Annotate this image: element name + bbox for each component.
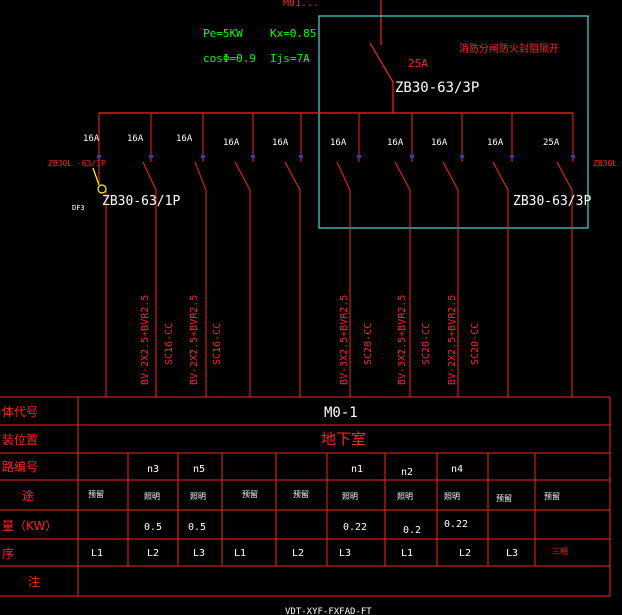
main-breaker-note: 消防分闸防火封阻隔开 xyxy=(459,42,559,55)
circuit-phase: 三相 xyxy=(552,546,568,556)
row-label: 体代号 xyxy=(2,405,38,419)
circuit-use: 照明 xyxy=(144,492,160,501)
row-label: 装位置 xyxy=(2,432,38,447)
circuit-capacity: 0.5 xyxy=(188,522,206,533)
circuit-capacity: 0.5 xyxy=(144,522,162,533)
phase-marker xyxy=(571,155,575,158)
circuit-use: 预留 xyxy=(544,491,560,501)
row-label: 量（KW） xyxy=(2,519,57,533)
cable-conduit: SC20-CC xyxy=(470,323,481,365)
cable-conduit: SC16-CC xyxy=(164,323,175,365)
circuit-phase: L2 xyxy=(292,548,304,559)
branch-switch xyxy=(234,161,251,191)
circuit-id: n3 xyxy=(147,464,159,475)
main-breaker-rating: 25A xyxy=(408,57,428,70)
branch-rating: 16A xyxy=(127,134,144,144)
phase-marker xyxy=(299,155,303,158)
row-label: 路编号 xyxy=(2,459,38,474)
circuit-use: 预留 xyxy=(242,489,258,499)
circuit-use: 照明 xyxy=(444,492,460,501)
branch-switch xyxy=(336,161,351,191)
branch-rating: 16A xyxy=(487,138,504,148)
circuit-phase: L1 xyxy=(234,548,246,559)
circuit-use: 预留 xyxy=(293,489,309,499)
cable-spec: BV-2X2.5+BVR2.5 xyxy=(189,295,200,385)
install-location: 地下室 xyxy=(321,430,366,448)
left-breaker-side-label: ZB30L -63/1P xyxy=(48,159,106,168)
circuit-phase: L3 xyxy=(193,548,205,559)
circuit-capacity: 0.22 xyxy=(343,522,367,533)
circuit-use: 预留 xyxy=(88,489,104,499)
left-breaker-mark: DF3 xyxy=(72,204,85,212)
circuit-id: n1 xyxy=(351,464,363,475)
circuit-capacity: 0.22 xyxy=(444,519,468,530)
branch-switch xyxy=(284,161,301,191)
circuit-phase: L3 xyxy=(339,548,351,559)
circuit-use: 照明 xyxy=(397,492,413,501)
branch-group xyxy=(97,113,575,397)
left-breaker-contact xyxy=(97,184,107,194)
cable-spec: BV-2X2.5+BVR2.5 xyxy=(140,295,151,385)
main-breaker-model: ZB30-63/3P xyxy=(395,80,479,96)
cable-spec: BV-3X2.5+BVR2.5 xyxy=(397,295,408,385)
cable-spec: BV-3X2.5+BVR2.5 xyxy=(339,295,350,385)
branch-rating: 16A xyxy=(83,134,100,144)
branch-rating: 16A xyxy=(272,138,289,148)
isolator-frame xyxy=(318,15,589,229)
cable-conduit: SC16-CC xyxy=(212,323,223,365)
branch-rating: 16A xyxy=(176,134,193,144)
branch-rating: 16A xyxy=(387,138,404,148)
cos-label: cosΦ=0.9 xyxy=(203,52,256,65)
branch-rating: 25A xyxy=(543,138,560,148)
phase-marker xyxy=(357,155,361,158)
circuit-phase: L2 xyxy=(459,548,471,559)
row-label: 途 xyxy=(22,488,34,503)
circuit-id: n5 xyxy=(193,464,205,475)
branch-switch xyxy=(394,161,411,191)
branch-rating: 16A xyxy=(330,138,347,148)
cable-conduit: SC20-CC xyxy=(421,323,432,365)
branch-switch xyxy=(142,161,157,191)
phase-marker xyxy=(410,155,414,158)
circuit-phase: L1 xyxy=(401,548,413,559)
branch-switch xyxy=(556,161,573,191)
phase-marker xyxy=(510,155,514,158)
left-breaker-model: ZB30-63/1P xyxy=(102,194,180,209)
cable-spec: BV-2X2.5+BVR2.5 xyxy=(447,295,458,385)
circuit-id: n4 xyxy=(451,464,463,475)
circuit-use: 预留 xyxy=(496,493,512,503)
phase-marker xyxy=(201,155,205,158)
right-breaker-model: ZB30-63/3P xyxy=(513,194,591,209)
circuit-phase: L2 xyxy=(147,548,159,559)
footer-code: VDT-XYF-FXFAD-FT xyxy=(285,607,372,615)
main-switch-blade xyxy=(369,42,394,83)
phase-marker xyxy=(460,155,464,158)
row-label: 注 xyxy=(28,574,40,589)
right-breaker-side-label: ZB30L -63/1P xyxy=(593,159,622,168)
cable-conduit: SC20-CC xyxy=(363,323,374,365)
circuit-use: 照明 xyxy=(190,492,206,501)
kx-label: Kx=0.85 xyxy=(270,27,316,40)
pe-label: Pe=5KW xyxy=(203,27,243,40)
top-label: M01... xyxy=(283,0,319,9)
left-switch-blade xyxy=(92,167,100,186)
phase-marker xyxy=(149,155,153,158)
phase-marker xyxy=(97,155,101,158)
box-code: M0-1 xyxy=(324,405,358,421)
phase-marker xyxy=(251,155,255,158)
circuit-phase: L1 xyxy=(91,548,103,559)
circuit-capacity: 0.2 xyxy=(403,525,421,536)
row-label: 序 xyxy=(2,546,14,561)
circuit-id: n2 xyxy=(401,467,413,478)
branch-rating: 16A xyxy=(431,138,448,148)
branch-switch xyxy=(492,161,509,191)
circuit-phase: L3 xyxy=(506,548,518,559)
branch-rating: 16A xyxy=(223,138,240,148)
branch-switch xyxy=(442,161,459,191)
circuit-use: 照明 xyxy=(342,492,358,501)
ijs-label: Ijs=7A xyxy=(270,52,310,65)
schedule-table xyxy=(0,396,611,597)
branch-switch xyxy=(194,161,207,191)
